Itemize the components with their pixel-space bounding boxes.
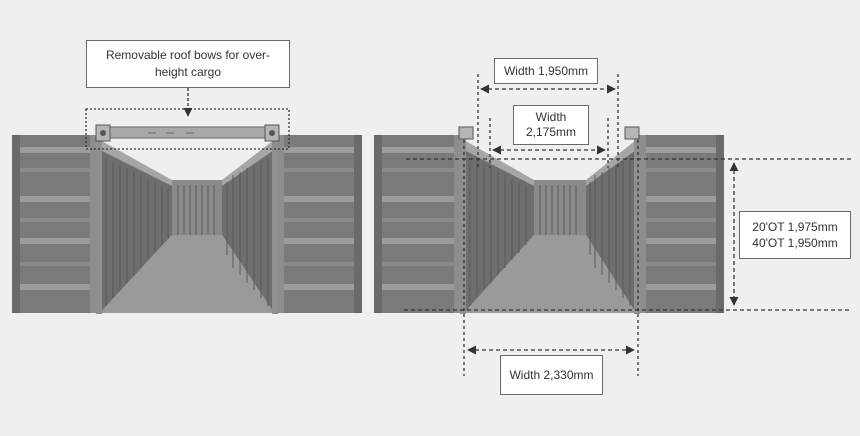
- right-container-door-right: [638, 135, 724, 313]
- width-2175-callout: Width 2,175mm: [513, 105, 589, 145]
- left-container-interior: [96, 138, 278, 314]
- roof-bow: [95, 124, 280, 142]
- left-container-view: [12, 88, 362, 314]
- left-container-door-left: [12, 135, 98, 313]
- width-2175-label-line2: 2,175mm: [525, 125, 577, 139]
- width-2175-label-line1: Width: [535, 110, 567, 124]
- width-2330-label: Width 2,330mm: [509, 367, 594, 382]
- width-1950-callout: Width 1,950mm: [494, 58, 598, 84]
- left-container-door-right: [276, 135, 362, 313]
- width-1950-label: Width 1,950mm: [503, 63, 589, 78]
- right-container-view: [374, 74, 852, 376]
- roof-bows-callout: Removable roof bows for over-height carg…: [86, 40, 290, 88]
- right-container-door-left: [374, 135, 462, 313]
- width-2330-callout: Width 2,330mm: [500, 355, 603, 395]
- roof-bows-label: Removable roof bows for over-height carg…: [105, 48, 271, 79]
- dimension-lines: [404, 74, 852, 376]
- height-20ot-label: 20'OT 1,975mm: [752, 220, 838, 234]
- height-40ot-label: 40'OT 1,950mm: [752, 236, 838, 250]
- right-container-interior: [458, 126, 640, 314]
- height-callout: 20'OT 1,975mm 40'OT 1,950mm: [739, 211, 851, 259]
